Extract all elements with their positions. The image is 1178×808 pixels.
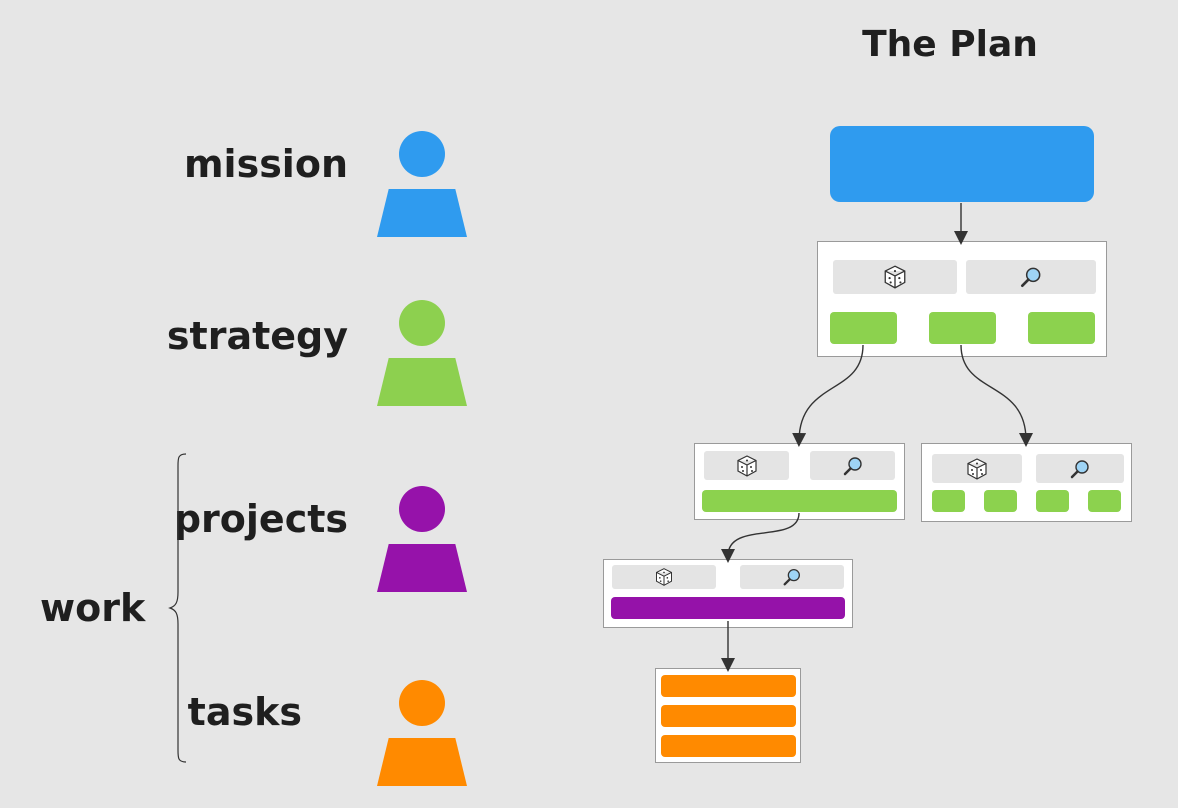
task-bar-3 <box>661 735 796 757</box>
magnifier-icon <box>843 456 862 475</box>
project-a-dice-pill <box>704 451 789 480</box>
project-c-dice-pill <box>612 565 716 589</box>
project-box-a <box>694 443 905 520</box>
person-icon-mission <box>377 131 467 239</box>
person-icon-strategy <box>377 300 467 408</box>
project-b-bar-2 <box>984 490 1017 512</box>
strategy-dice-pill <box>833 260 957 294</box>
strategy-box <box>817 241 1107 357</box>
connector-strategy-project-b <box>960 344 1033 447</box>
project-b-bar-4 <box>1088 490 1121 512</box>
project-box-c <box>603 559 853 628</box>
project-b-bar-3 <box>1036 490 1069 512</box>
project-a-bar <box>702 490 897 512</box>
task-bar-2 <box>661 705 796 727</box>
mission-block <box>830 126 1094 202</box>
person-icon-projects <box>377 486 467 594</box>
magnifier-icon <box>783 569 800 586</box>
project-b-dice-pill <box>932 454 1022 483</box>
tasks-box <box>655 668 801 763</box>
plan-title: The Plan <box>862 24 1038 65</box>
dice-icon <box>656 568 672 586</box>
project-c-bar <box>611 597 845 619</box>
role-label-tasks: tasks <box>187 690 302 734</box>
task-bar-1 <box>661 675 796 697</box>
magnifier-icon <box>1070 459 1089 478</box>
project-c-search-pill <box>740 565 844 589</box>
work-brace <box>168 453 187 763</box>
project-b-bar-1 <box>932 490 965 512</box>
role-label-mission: mission <box>183 142 348 186</box>
role-label-strategy: strategy <box>166 314 348 358</box>
strategy-bar-3 <box>1028 312 1095 344</box>
dice-icon <box>736 454 757 477</box>
project-box-b <box>921 443 1132 522</box>
strategy-search-pill <box>966 260 1096 294</box>
strategy-bar-1 <box>830 312 897 344</box>
connector-strategy-project-a <box>792 344 864 447</box>
person-icon-tasks <box>377 680 467 788</box>
dice-icon <box>884 265 906 289</box>
role-label-projects: projects <box>173 497 348 541</box>
strategy-bar-2 <box>929 312 996 344</box>
magnifier-icon <box>1020 267 1041 288</box>
project-b-search-pill <box>1036 454 1124 483</box>
dice-icon <box>967 457 987 480</box>
project-a-search-pill <box>810 451 895 480</box>
group-label-work: work <box>40 586 146 630</box>
